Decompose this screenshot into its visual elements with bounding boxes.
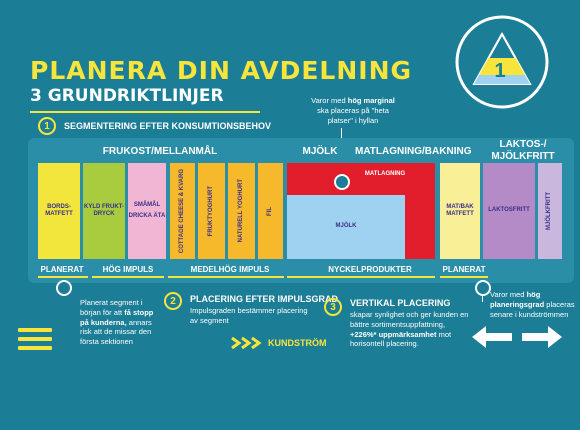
column-kyld-fruktdryck: KYLD FRUKT-DRYCK	[83, 163, 125, 259]
underline-medelhog-impuls	[168, 276, 284, 278]
label-nyckelprodukter: NYCKELPRODUKTER	[328, 265, 412, 274]
label-planerat-right: PLANERAT	[442, 265, 486, 274]
logo-number: 1	[494, 60, 506, 82]
column-mjolk: MJÖLK	[287, 195, 405, 259]
underline-planerat-left	[38, 276, 88, 278]
step-2-title: PLACERING EFTER IMPULSGRAD	[190, 294, 339, 304]
column-fil: FIL	[258, 163, 283, 259]
callout-high-margin: Varor med hög marginal ska placeras på "…	[311, 96, 395, 125]
step-3-text: skapar synlighet och ger kunden en bättr…	[350, 310, 469, 349]
page-title: PLANERA DIN AVDELNING	[30, 56, 413, 85]
section-matlagning: MATLAGNING/BAKNING	[355, 146, 472, 157]
underline-nyckelprodukter	[287, 276, 435, 278]
callout-left-marker	[56, 280, 72, 296]
label-planerat-left: PLANERAT	[40, 265, 84, 274]
flow-label: KUNDSTRÖM	[268, 338, 327, 348]
callout-planerat-left: Planerat segment i början för att få sto…	[80, 298, 154, 346]
column-mat-bak-matfett: MAT/BAK MATFETT	[440, 163, 480, 259]
flow-chevrons-icon	[231, 336, 262, 350]
label-hog-impuls: HÖG IMPULS	[102, 265, 154, 274]
callout-right-marker	[475, 280, 491, 296]
column-fruktyoghurt: FRUKTYOGHURT	[198, 163, 225, 259]
step-3-number: 3	[324, 298, 342, 316]
title-underline	[30, 111, 260, 113]
menu-icon[interactable]	[18, 328, 52, 355]
label-medelhog-impuls: MEDELHÖG IMPULS	[190, 265, 270, 274]
page-subtitle: 3 GRUNDRIKTLINJER	[30, 86, 224, 106]
step-1-title: SEGMENTERING EFTER KONSUMTIONSBEHOV	[64, 121, 272, 131]
step-3-title: VERTIKAL PLACERING	[350, 298, 451, 308]
column-bordsmatfett: BORDS-MATFETT	[38, 163, 80, 259]
section-mjolk: MJÖLK	[302, 146, 338, 157]
underline-hog-impuls	[92, 276, 164, 278]
section-frukost: FRUKOST/MELLANMÅL	[102, 146, 218, 157]
column-laktosfritt: LAKTOSFRITT	[483, 163, 535, 259]
step-2-number: 2	[164, 292, 182, 310]
column-naturell-yoghurt: NATURELL YOGHURT	[228, 163, 255, 259]
callout-top-marker	[334, 174, 350, 190]
prev-arrow-icon[interactable]	[470, 324, 514, 350]
underline-planerat-right	[440, 276, 488, 278]
pyramid-logo-icon	[455, 15, 549, 109]
callout-planerat-right: Varor med hög planeringsgrad placeras se…	[490, 290, 575, 319]
column-cottage-cheese: COTTAGE CHEESE & KVARG	[170, 163, 195, 259]
section-laktos: LAKTOS-/MJÖLKFRITT	[491, 139, 555, 162]
callout-right-leader	[482, 294, 483, 302]
column-matlagning: MATLAGNING	[364, 171, 406, 178]
step-1-number: 1	[38, 117, 56, 135]
step-2-text: Impulsgraden bestämmer placering av segm…	[190, 306, 308, 325]
next-arrow-icon[interactable]	[520, 324, 564, 350]
column-mjolkfritt: MJÖLKFRITT	[538, 163, 562, 259]
